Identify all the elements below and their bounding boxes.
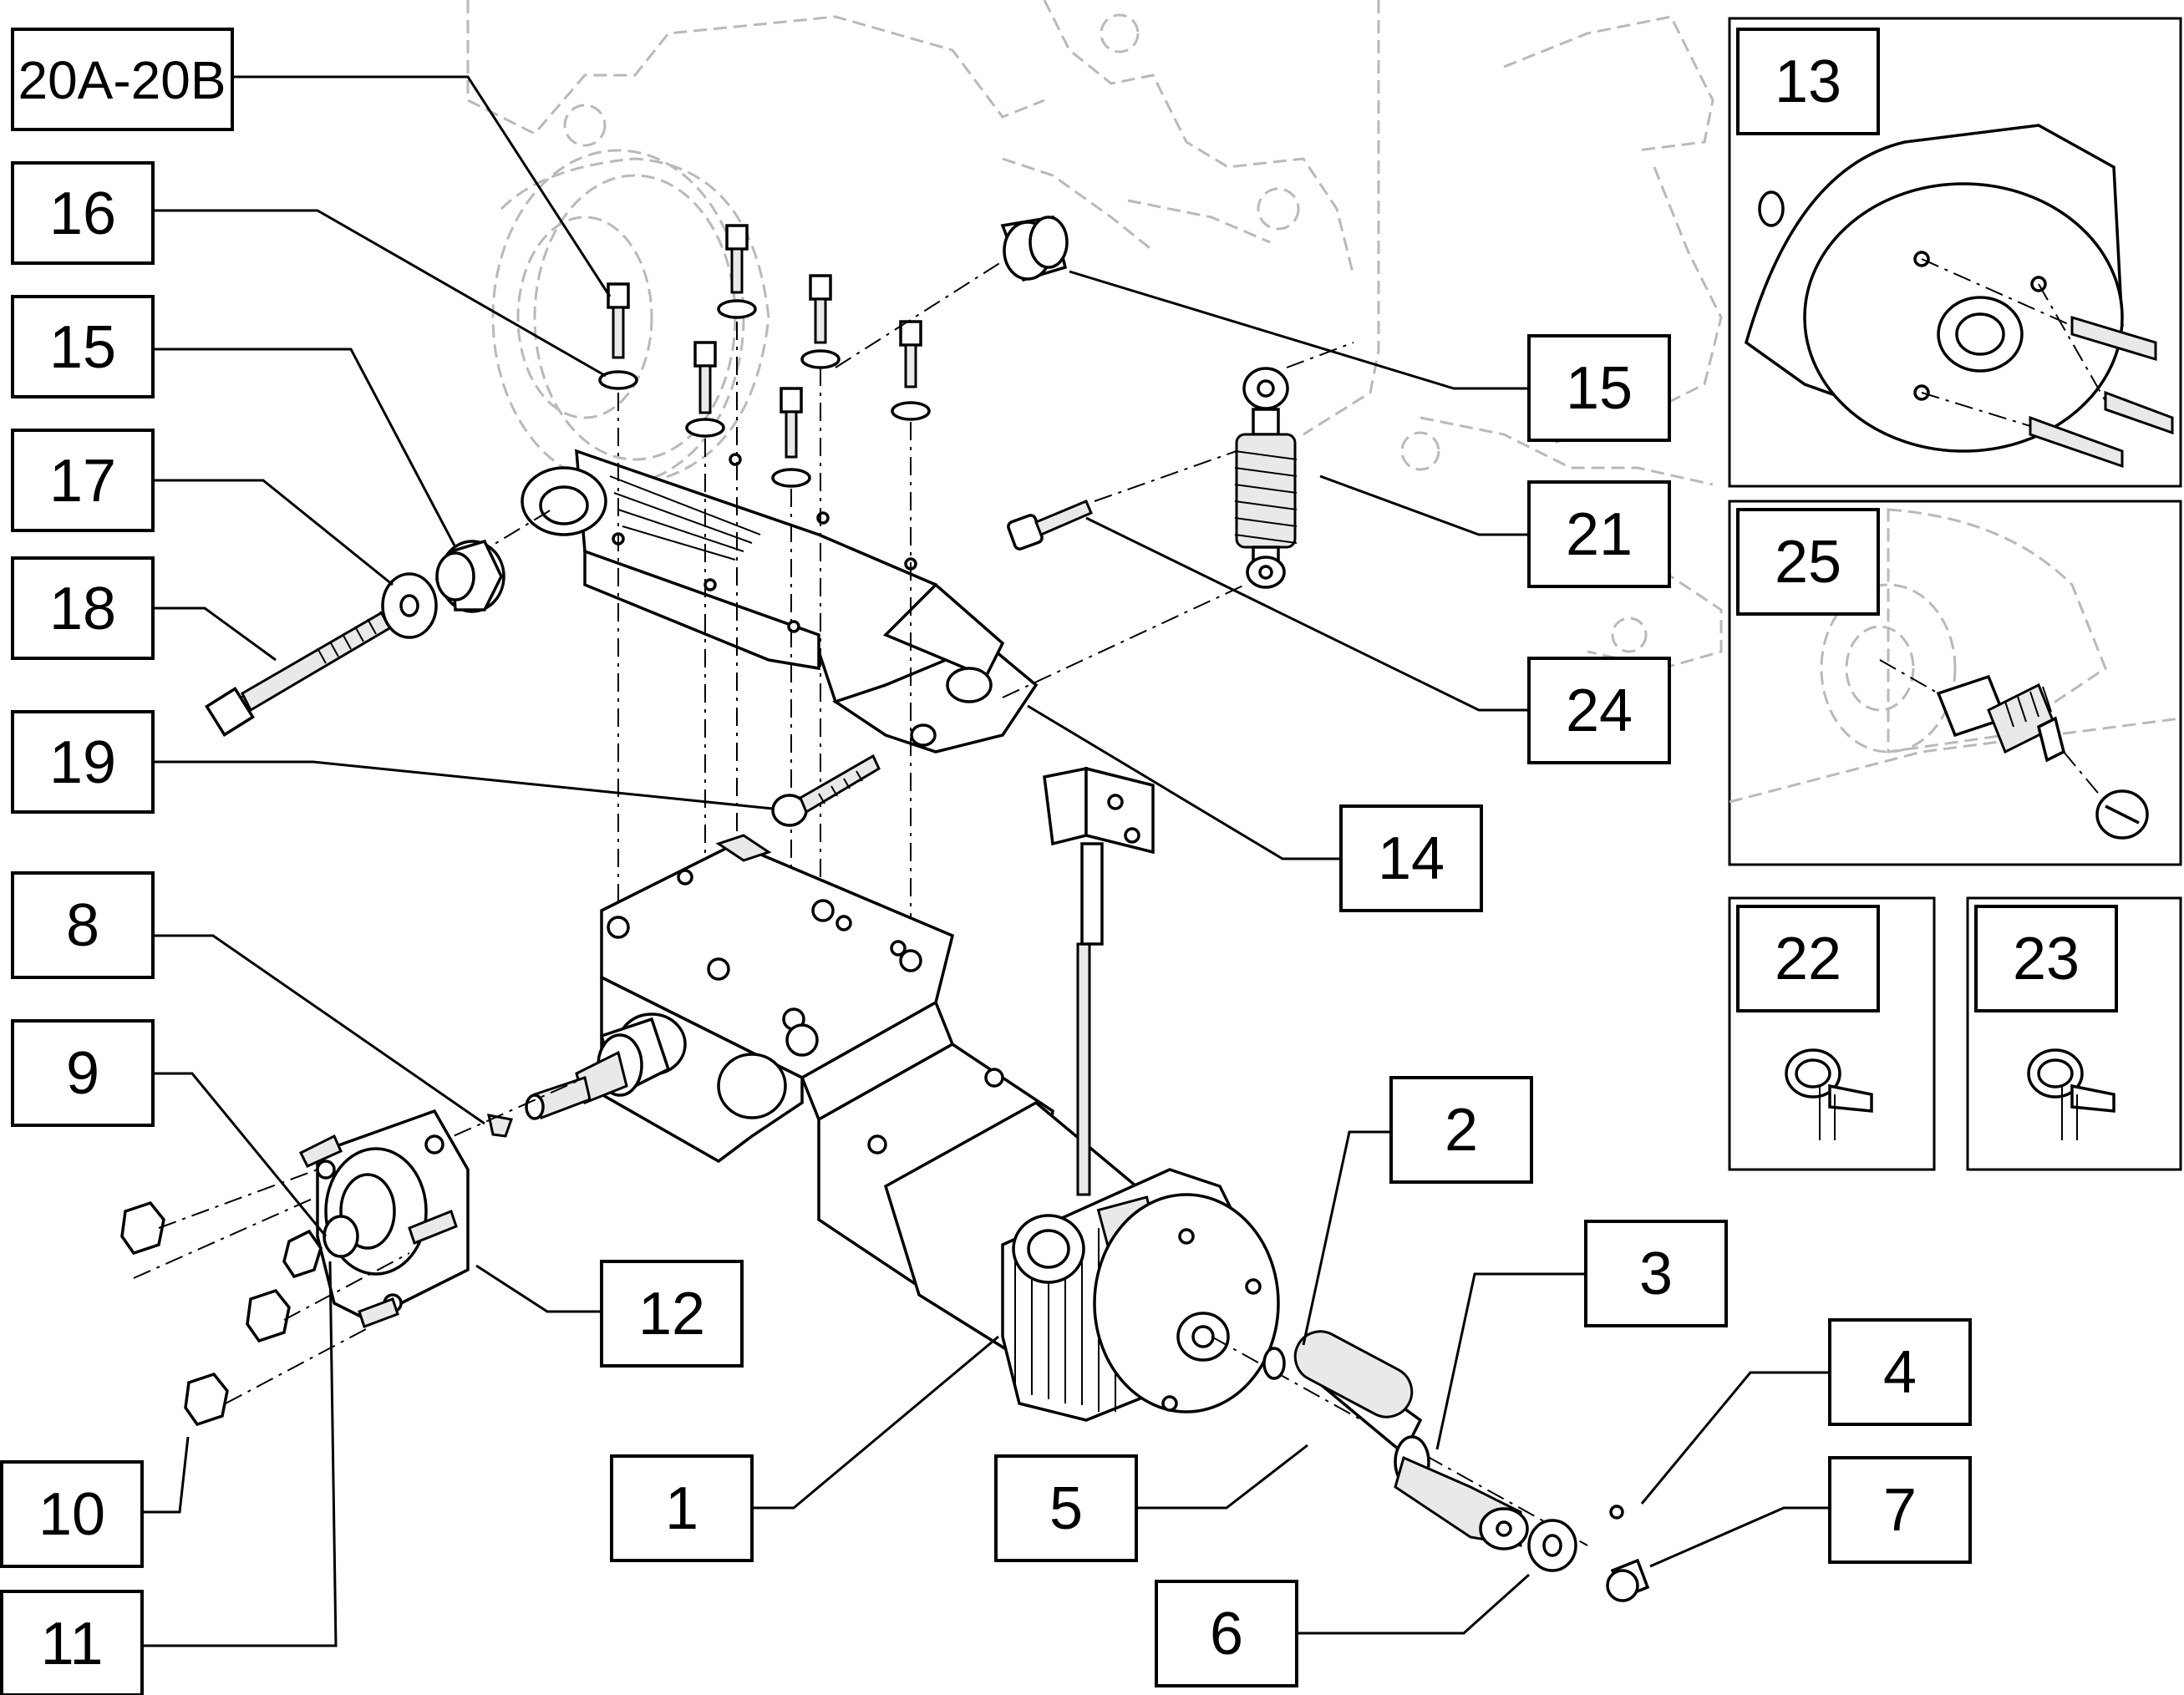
- callout-23: 23: [1974, 905, 2118, 1012]
- svg-text:16: 16: [49, 180, 116, 247]
- callout-8: 8: [11, 871, 155, 979]
- callout-7: 7: [1828, 1456, 1972, 1564]
- brake-release-assembly: [1211, 1330, 1650, 1602]
- shock-absorber: [1002, 342, 1354, 698]
- callout-12: 12: [600, 1260, 744, 1368]
- svg-text:2: 2: [1445, 1097, 1478, 1164]
- hub-assembly: [120, 1109, 470, 1427]
- parts-group: [120, 216, 1650, 1602]
- callout-4: 4: [1828, 1318, 1972, 1426]
- svg-text:10: 10: [38, 1481, 105, 1548]
- callout-10: 10: [0, 1460, 144, 1568]
- bolt-2: [717, 224, 757, 319]
- upper-bushing: [835, 216, 1069, 368]
- swing-arm-bracket: [521, 449, 1039, 754]
- callout-24: 24: [1527, 657, 1671, 764]
- inset-13-motor-cover: [1728, 17, 2182, 488]
- svg-text:20A-20B: 20A-20B: [18, 50, 226, 110]
- svg-text:1: 1: [665, 1475, 698, 1542]
- cap-screw: [1007, 450, 1237, 551]
- callout-9: 9: [11, 1019, 155, 1127]
- callout-15-right: 15: [1527, 334, 1671, 442]
- svg-text:15: 15: [1566, 355, 1633, 422]
- callout-20a-20b: 20A-20B: [11, 28, 234, 131]
- svg-text:3: 3: [1639, 1241, 1673, 1307]
- inset-23-clamp: [1966, 896, 2182, 1171]
- svg-text:6: 6: [1210, 1601, 1243, 1667]
- svg-text:14: 14: [1378, 825, 1445, 892]
- callout-19: 19: [11, 710, 155, 814]
- callout-15-left: 15: [11, 295, 155, 398]
- svg-text:21: 21: [1566, 501, 1633, 568]
- leader-lines: [142, 75, 1830, 1647]
- bolt-6: [891, 320, 931, 421]
- callout-16: 16: [11, 161, 155, 265]
- bolt-3: [800, 274, 841, 369]
- svg-text:25: 25: [1775, 529, 1841, 596]
- screw-19: [771, 754, 881, 827]
- gearbox-housing: [133, 834, 955, 1279]
- svg-text:5: 5: [1049, 1475, 1083, 1542]
- svg-text:24: 24: [1566, 677, 1633, 744]
- callout-6: 6: [1155, 1580, 1298, 1687]
- svg-text:11: 11: [41, 1611, 104, 1677]
- callout-13: 13: [1736, 28, 1880, 135]
- svg-text:4: 4: [1883, 1339, 1917, 1406]
- callout-17: 17: [11, 429, 155, 532]
- svg-text:13: 13: [1775, 48, 1841, 115]
- bolt-4: [685, 341, 725, 438]
- svg-text:15: 15: [49, 314, 116, 381]
- callout-5: 5: [994, 1454, 1138, 1562]
- svg-text:7: 7: [1883, 1477, 1917, 1544]
- motor-body: [817, 766, 1280, 1422]
- callout-1: 1: [610, 1454, 754, 1562]
- bolt-1: [598, 282, 638, 390]
- callouts: 20A-20B 16 15 17 18 19 8 9: [0, 28, 2118, 1695]
- callout-14: 14: [1339, 804, 1483, 912]
- callout-22: 22: [1736, 905, 1880, 1012]
- callout-25: 25: [1736, 508, 1880, 616]
- svg-text:8: 8: [66, 892, 99, 959]
- svg-text:12: 12: [638, 1281, 705, 1347]
- callout-2: 2: [1389, 1076, 1533, 1184]
- svg-text:9: 9: [66, 1040, 99, 1107]
- svg-text:17: 17: [49, 448, 116, 515]
- svg-text:19: 19: [49, 729, 116, 796]
- callout-21: 21: [1527, 480, 1671, 588]
- mounting-bolts: [598, 224, 931, 1019]
- svg-text:22: 22: [1775, 926, 1841, 992]
- svg-text:23: 23: [2013, 926, 2080, 992]
- svg-text:18: 18: [49, 576, 116, 642]
- callout-11: 11: [0, 1590, 144, 1695]
- pivot-bolt-assembly: [205, 509, 552, 737]
- bolt-5: [771, 387, 811, 488]
- callout-18: 18: [11, 556, 155, 660]
- callout-3: 3: [1584, 1220, 1728, 1327]
